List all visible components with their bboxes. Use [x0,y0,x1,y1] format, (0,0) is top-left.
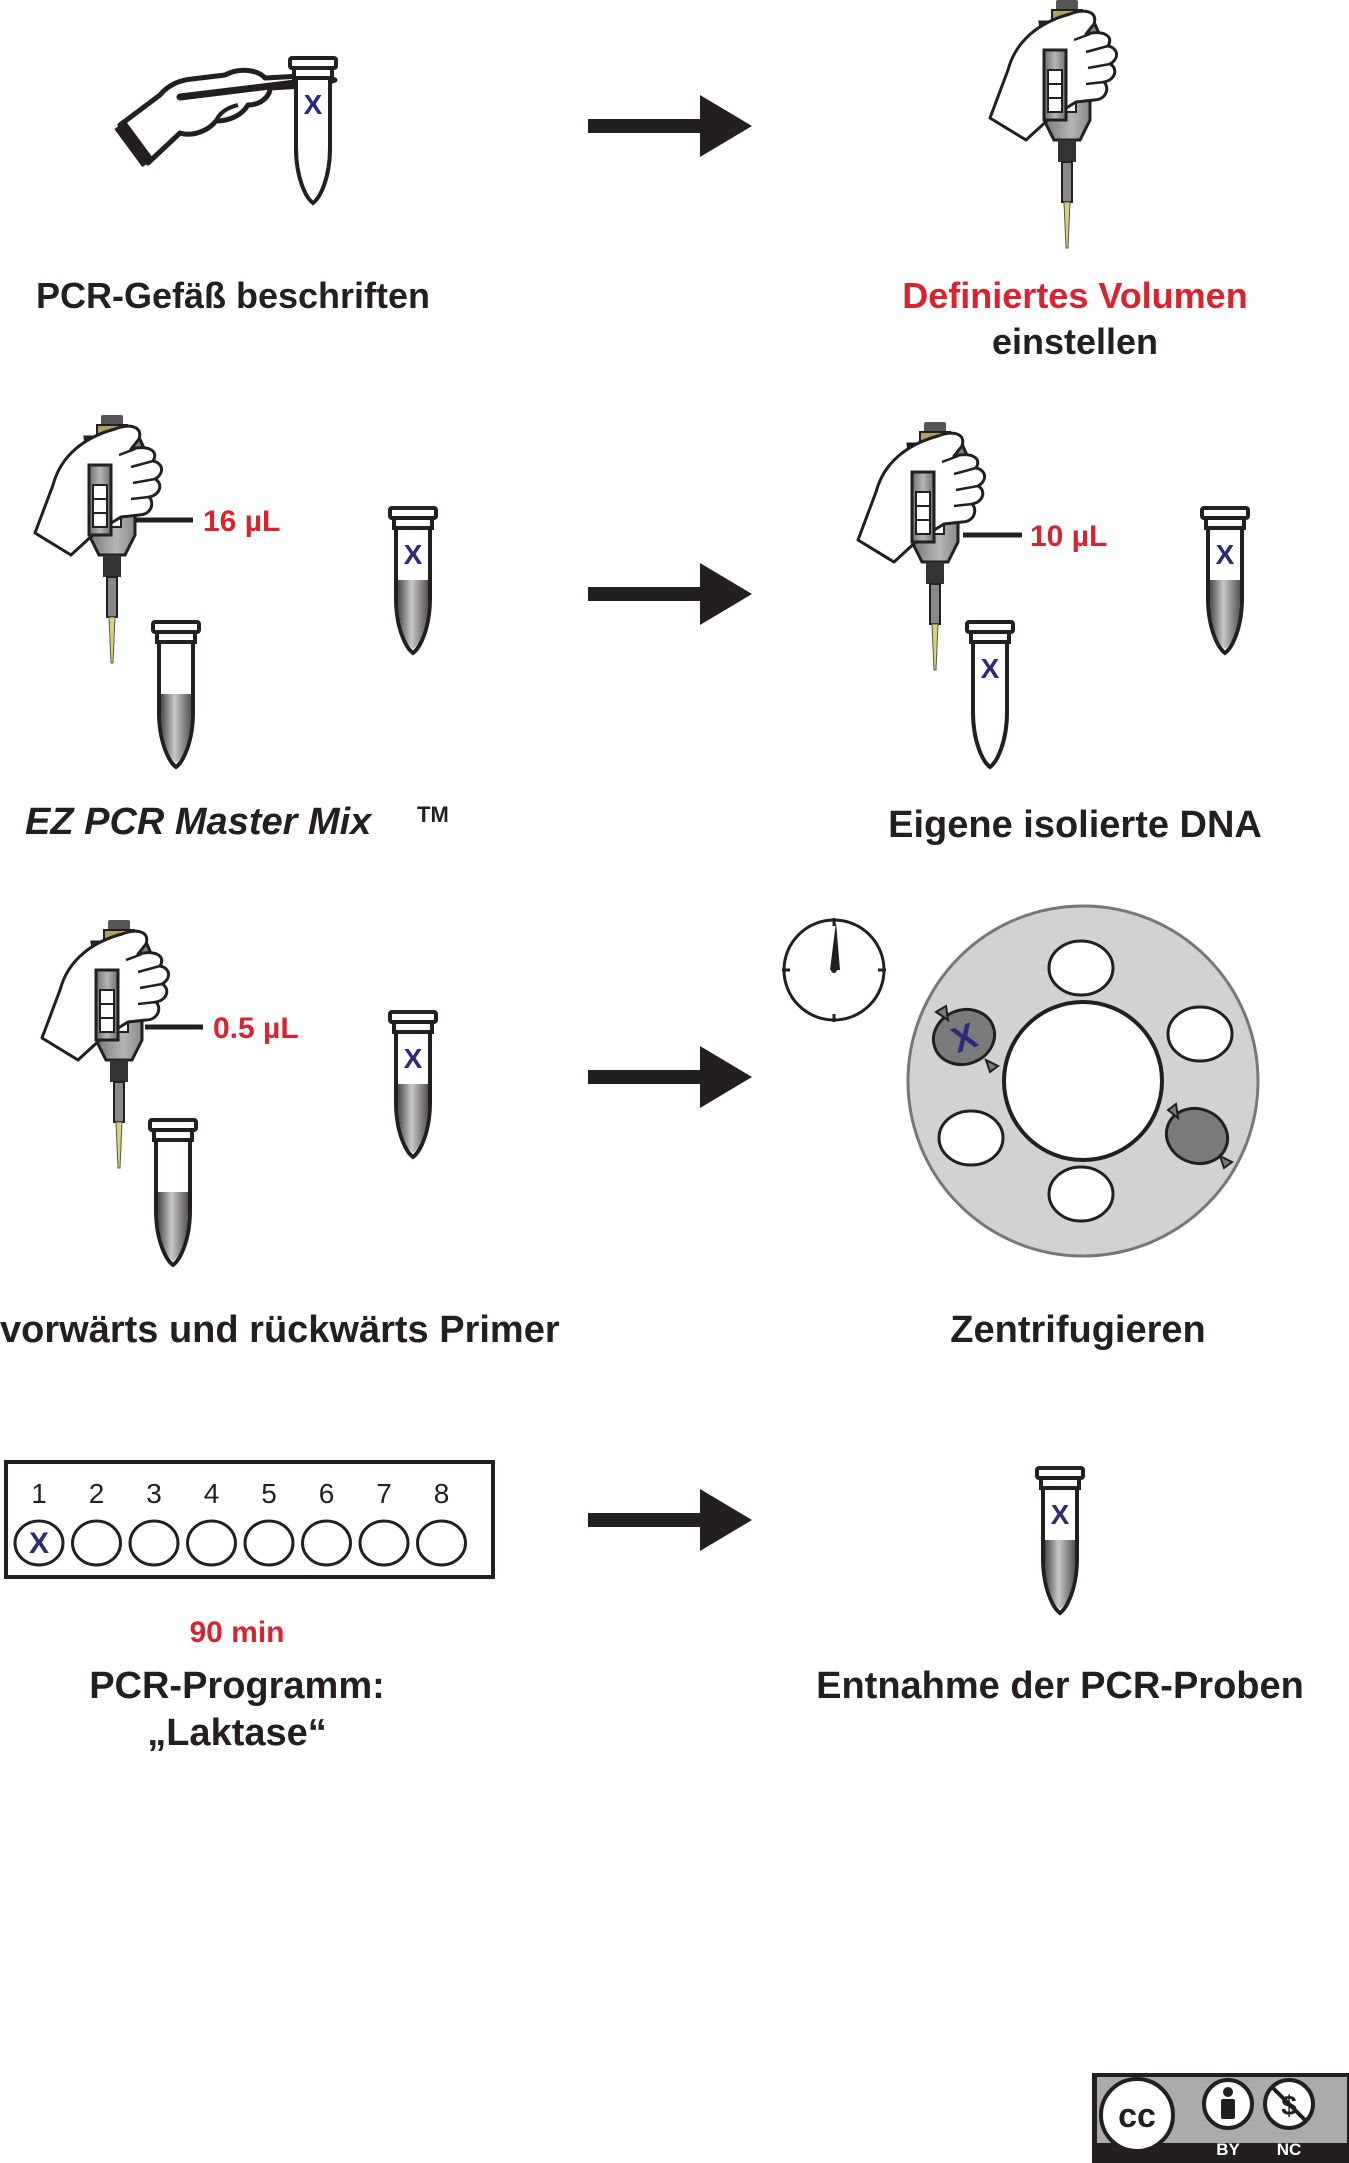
step-master-mix: 16 µL X EZ PCR Master Mix TM [25,413,449,843]
step-retrieve: X Entnahme der PCR-Proben [816,1466,1304,1707]
slot-number: 5 [261,1478,277,1509]
step-retrieve-text: Entnahme der PCR-Proben [816,1665,1304,1707]
step-pcr-program: 1 2 3 4 5 6 7 8 X 90 min PCR-Programm: „Laktase… [4,1460,495,1754]
tube-mark: X [981,653,1000,684]
trademark: TM [417,802,449,827]
pipette-icon [33,413,164,665]
cc-license-badge: cc $ BY NC [1092,2073,1349,2163]
clock-icon [782,918,886,1022]
tube-mark: X [404,539,423,570]
volume-label: 16 µL [203,505,280,538]
thermocycler-slot [301,1519,352,1567]
slot-number: 2 [89,1478,105,1509]
step-set-volume-line1: Definiertes Volumen [902,275,1247,316]
pipette-icon [988,0,1119,250]
arrow-2 [588,563,752,625]
svg-text:cc: cc [1118,2097,1156,2135]
thermocycler-slot [358,1519,410,1567]
slot-number: 8 [434,1478,450,1509]
step-centrifuge-text: Zentrifugieren [950,1309,1205,1351]
slot-number: 1 [31,1478,47,1509]
step-set-volume: Definiertes Volumen einstellen [902,0,1248,362]
step-dna-text: Eigene isolierte DNA [888,804,1262,846]
step-label-tube: X PCR-Gefäß beschriften [36,56,430,316]
step-dna: 10 µL X X Eigene isolierte DNA [856,420,1262,846]
thermocycler-slot [13,1519,65,1567]
arrow-3 [588,1046,752,1108]
step-master-mix-text: EZ PCR Master Mix [25,801,373,843]
thermocycler-slot [71,1519,122,1567]
arrow-1 [588,95,752,157]
thermocycler-slot [243,1519,295,1567]
volume-label: 0.5 µL [213,1012,299,1045]
thermocycler-slot [128,1519,180,1567]
arrow-4 [588,1489,752,1551]
volume-label: 10 µL [1030,520,1107,553]
step-label-tube-text: PCR-Gefäß beschriften [36,275,430,316]
slot-number: 3 [146,1478,162,1509]
license-nc: NC [1277,2140,1302,2159]
step-primer: 0.5 µL X vorwärts und rückwärts Primer [0,918,560,1351]
cc-icon [1099,2077,1175,2153]
step-set-volume-line2: einstellen [992,321,1158,362]
tube-icon: X [388,506,438,655]
thermocycler-slot [186,1519,237,1567]
pcr-program-line1: PCR-Programm: [89,1665,385,1707]
tube-icon [148,1118,198,1267]
slot-number: 4 [204,1478,220,1509]
pcr-program-line2: „Laktase“ [147,1712,327,1754]
centrifuge-rotor-icon: X [906,904,1260,1258]
tube-icon: X [1035,1466,1085,1615]
tube-icon: X [388,1010,438,1159]
slot-number: 7 [376,1478,392,1509]
license-by: BY [1216,2140,1240,2159]
tube-mark: X [404,1043,423,1074]
tube-icon: X [965,620,1015,769]
pipette-icon [856,420,987,672]
step-centrifuge: X Zentrifugieren [782,904,1260,1351]
slot-number: 6 [319,1478,335,1509]
thermocycler-slot [416,1519,467,1567]
step-primer-text: vorwärts und rückwärts Primer [0,1309,560,1351]
tube-mark: X [1216,539,1235,570]
tube-icon [151,620,201,769]
tube-mark: X [29,1527,49,1560]
thermocycler-slots: 1 2 3 4 5 6 7 8 [13,1478,467,1567]
pcr-duration: 90 min [189,1616,284,1649]
tube-mark: X [1051,1499,1070,1530]
tube-mark: X [304,89,323,120]
tube-icon: X [288,56,338,205]
tube-icon: X [1200,506,1250,655]
